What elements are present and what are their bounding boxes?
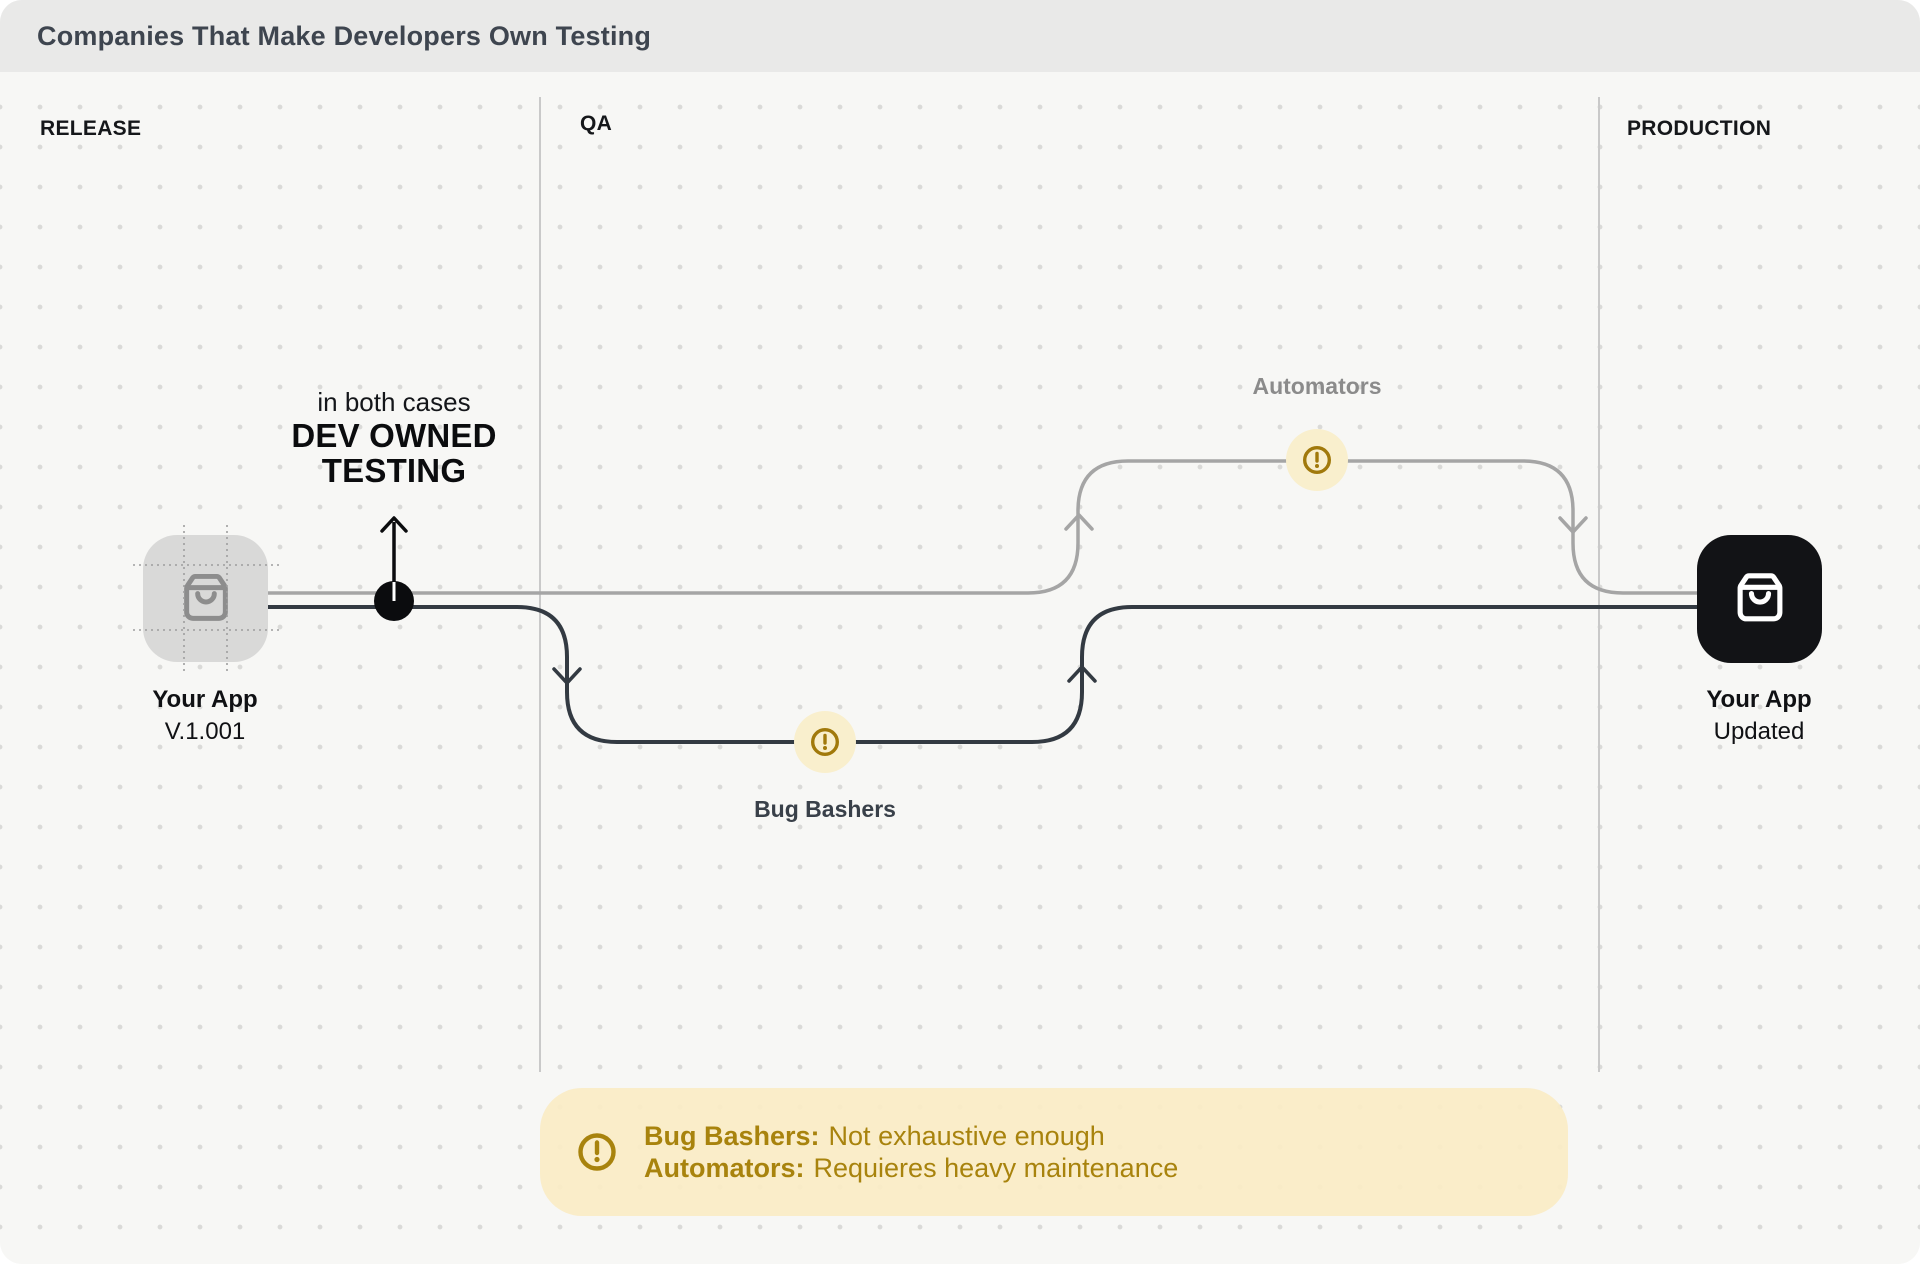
diagram-canvas: RELEASE QA PRODUCTION [0,72,1920,1264]
alert-circle-icon [1302,445,1332,475]
callout-line-bug-bashers: Bug Bashers: Not exhaustive enough [644,1120,1178,1152]
dev-owned-annotation: in both cases DEV OWNED TESTING [264,386,524,488]
source-app-version: V.1.001 [95,716,315,748]
automators-warning-badge[interactable] [1286,429,1348,491]
callout-line-automators: Automators: Requieres heavy maintenance [644,1152,1178,1184]
annotation-title-line1: DEV OWNED [264,418,524,453]
page-title: Companies That Make Developers Own Testi… [37,21,651,52]
callout-bug-bashers-label: Bug Bashers: [644,1121,820,1151]
target-app-status: Updated [1649,716,1869,748]
source-app-name: Your App [95,684,315,716]
construction-guides [130,522,290,682]
callout-text: Bug Bashers: Not exhaustive enough Automa… [644,1120,1178,1184]
target-app-label: Your App Updated [1649,684,1869,748]
bug-bashers-warning-badge[interactable] [794,711,856,773]
annotation-title-line2: TESTING [264,453,524,488]
alert-circle-icon [576,1131,618,1173]
callout-automators-text: Requieres heavy maintenance [814,1153,1179,1183]
alert-circle-icon [810,727,840,757]
annotation-intro: in both cases [264,386,524,418]
bag-icon [1721,557,1799,641]
warnings-callout: Bug Bashers: Not exhaustive enough Automa… [540,1088,1568,1216]
target-app-name: Your App [1649,684,1869,716]
callout-automators-label: Automators: [644,1153,805,1183]
title-bar: Companies That Make Developers Own Testi… [0,0,1920,72]
source-app-label: Your App V.1.001 [95,684,315,748]
target-app-node[interactable] [1697,535,1822,663]
bug-bashers-label: Bug Bashers [675,796,975,823]
callout-bug-bashers-text: Not exhaustive enough [829,1121,1105,1151]
automators-label: Automators [1167,373,1467,400]
flow-line-bug-bashers [268,607,1699,742]
